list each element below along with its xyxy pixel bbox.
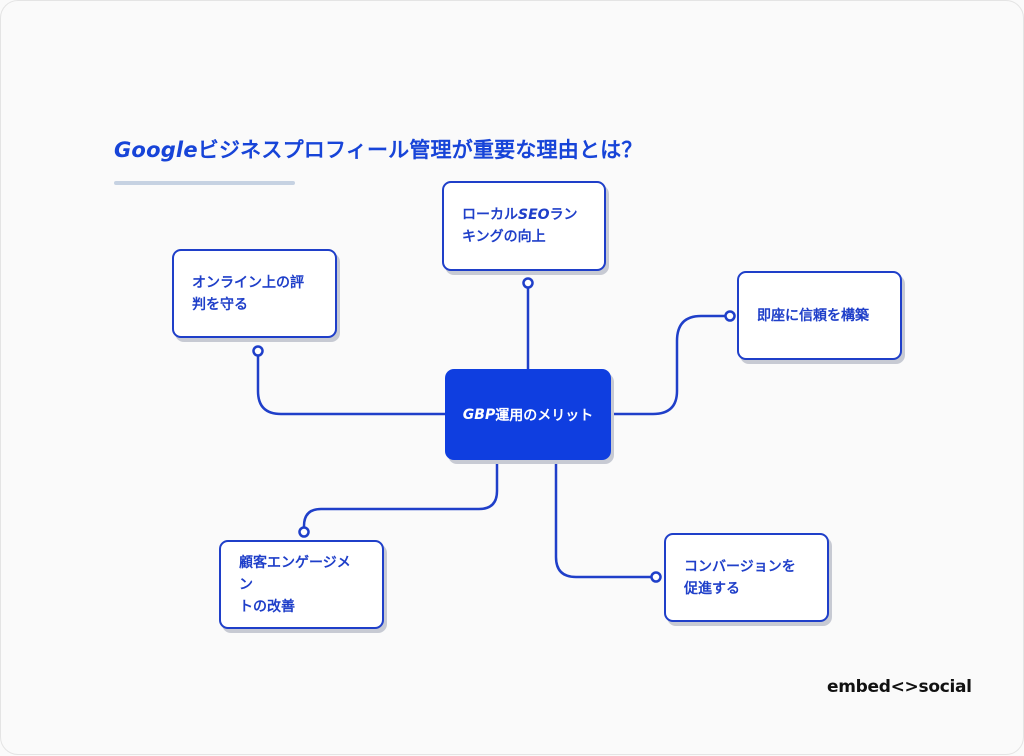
connector-dot-reputation: [252, 345, 264, 357]
node-local-seo-line2: キングの向上: [462, 229, 546, 245]
page-title: Googleビジネスプロフィール管理が重要な理由とは？: [114, 134, 643, 164]
embedsocial-logo: embed<>social: [827, 677, 972, 697]
node-conversion-line1: コンバージョンを: [684, 558, 796, 575]
node-trust: 即座に信頼を構築: [737, 271, 902, 360]
node-engagement: 顧客エンゲージメン トの改善: [219, 540, 384, 629]
title-underline: [114, 181, 295, 185]
title-rest: ビジネスプロフィール管理が重要な理由とは？: [197, 138, 643, 162]
node-conversion-line2: 促進する: [684, 580, 740, 597]
center-label-rest: 運用のメリット: [495, 407, 594, 424]
connector-reputation: [256, 349, 447, 416]
connector-trust: [609, 314, 731, 416]
connector-dot-engagement: [298, 526, 310, 538]
node-engagement-line1: 顧客エンゲージメン: [239, 554, 351, 593]
center-label-prefix: GBP: [462, 406, 496, 423]
connector-dot-conversion: [650, 571, 662, 583]
node-reputation-line1: オンライン上の評: [192, 274, 304, 291]
title-brand: Google: [114, 138, 198, 162]
connector-dot-trust: [724, 310, 736, 322]
node-trust-line1: 即座に信頼を構築: [757, 307, 869, 324]
connector-engagement: [302, 458, 499, 533]
node-reputation: オンライン上の評 判を守る: [172, 249, 337, 338]
node-local-seo-line1: ローカルSEOラン: [462, 207, 578, 223]
node-engagement-line2: トの改善: [239, 598, 295, 615]
connector-dot-local-seo: [522, 277, 534, 289]
node-conversion: コンバージョンを 促進する: [664, 533, 829, 622]
node-reputation-line2: 判を守る: [192, 296, 248, 313]
node-local-seo: ローカルSEOラン キングの向上: [442, 181, 606, 271]
connector-conversion: [554, 458, 656, 579]
